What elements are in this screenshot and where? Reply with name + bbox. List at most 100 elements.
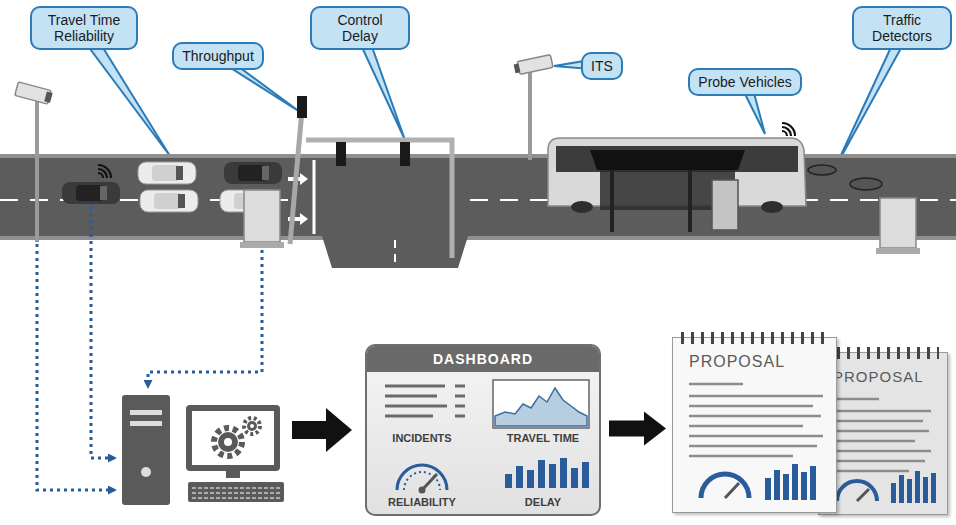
- callout-text: Travel Time Reliability: [40, 12, 128, 44]
- mast-arm: [306, 138, 454, 143]
- document-title: PROPOSAL: [689, 352, 829, 372]
- chart-frame: [493, 380, 589, 428]
- car: [224, 162, 282, 184]
- camera-pole: [35, 98, 39, 242]
- data-link: [148, 250, 262, 386]
- gauge-needle: [857, 489, 869, 501]
- camera-body: [517, 55, 553, 75]
- signal-post: [450, 138, 455, 258]
- bus-windows: [556, 146, 798, 172]
- monitor-stand: [226, 471, 240, 478]
- text-slot: DASHBOARD: [367, 346, 599, 372]
- cross-street: [322, 236, 468, 268]
- text-lines: [833, 399, 931, 471]
- callout-text: Throughput: [182, 48, 254, 64]
- callout-text: Probe Vehicles: [698, 74, 791, 90]
- signal-head: [297, 96, 307, 118]
- text-slot: INCIDENTS: [370, 432, 474, 445]
- signal-head: [336, 142, 346, 166]
- camera: [513, 55, 553, 76]
- panel-heading: DASHBOARD: [367, 346, 599, 372]
- delay-bars: [505, 458, 589, 488]
- shelter-glass: [712, 180, 738, 230]
- gauge-needle: [725, 483, 739, 498]
- text-slot: TRAVEL TIME: [491, 432, 595, 445]
- stop-line: [313, 160, 316, 234]
- callout-bubble: ITS: [581, 52, 623, 80]
- car-window: [262, 166, 269, 180]
- shelter-leg: [688, 170, 692, 232]
- keyboard-keys: [192, 488, 280, 498]
- car-roof: [76, 185, 104, 201]
- callout-bubble: Throughput: [172, 42, 264, 70]
- incident-lines: [455, 386, 465, 416]
- car: [138, 162, 196, 184]
- callout-bubble: Probe Vehicles: [688, 68, 801, 96]
- car: [140, 190, 198, 212]
- cabinet-base: [240, 242, 284, 248]
- car-roof: [152, 165, 180, 181]
- proposal-document: PROPOSAL: [818, 352, 948, 515]
- panel-label: RELIABILITY: [370, 496, 474, 509]
- spiral-binding: [827, 347, 939, 359]
- monitor-screen: [192, 411, 274, 465]
- panel-label: INCIDENTS: [370, 432, 474, 445]
- car-window: [100, 186, 107, 200]
- text-slot: RELIABILITY: [370, 496, 474, 509]
- wireless-arc: [98, 169, 107, 178]
- document-title: PROPOSAL: [833, 367, 941, 387]
- panel-label: DELAY: [491, 496, 595, 509]
- text-slot: DELAY: [491, 496, 595, 509]
- wireless-arc: [782, 123, 795, 136]
- data-link: [37, 244, 114, 490]
- gauge-hub: [419, 487, 426, 494]
- proposal-document: PROPOSAL: [672, 337, 837, 513]
- car-roof: [238, 165, 266, 181]
- car-body: [62, 182, 120, 204]
- lane-line: [394, 240, 396, 266]
- signal-head: [400, 142, 410, 166]
- wireless-symbol: [98, 165, 111, 178]
- dashboard-panel: DASHBOARD INCIDENTS TRAVEL TIME RELIABILITY…: [365, 344, 601, 516]
- flow-arrow: [609, 412, 666, 446]
- gear-teeth: [244, 418, 260, 434]
- wireless-symbol: [782, 123, 795, 136]
- gauge-arc: [701, 474, 749, 498]
- cabinet-base: [876, 248, 920, 254]
- car: [62, 182, 120, 204]
- car-window: [178, 194, 185, 208]
- travel-time-area: [495, 388, 587, 426]
- gear-teeth: [214, 428, 242, 456]
- detector-loop: [850, 178, 882, 190]
- gear: [218, 432, 238, 452]
- car-roof: [154, 193, 182, 209]
- controller-cabinet: [880, 198, 916, 248]
- curb: [0, 236, 956, 240]
- callout-text: ITS: [591, 58, 613, 74]
- callout-bubble: Travel Time Reliability: [30, 6, 138, 50]
- gauge-arc: [397, 465, 447, 490]
- drive-slot: [130, 421, 162, 426]
- road: [0, 158, 956, 236]
- text-slot: PROPOSAL: [833, 367, 941, 387]
- wireless-arc: [98, 173, 103, 178]
- keyboard: [188, 482, 284, 502]
- camera-lens: [44, 92, 52, 103]
- computer-tower: [122, 395, 170, 505]
- monitor: [186, 405, 280, 471]
- car-body: [140, 190, 198, 212]
- car-body: [138, 162, 196, 184]
- bar-chart: [765, 464, 816, 500]
- callout-bubble: Traffic Detectors: [852, 6, 952, 50]
- flow-arrow: [292, 408, 352, 452]
- bar-chart: [891, 471, 936, 503]
- incident-lines: [385, 386, 447, 416]
- drive-slot: [130, 410, 162, 415]
- text-slot: PROPOSAL: [689, 352, 829, 372]
- shelter-leg: [610, 170, 614, 232]
- callout-tail: [835, 30, 911, 168]
- camera-pole: [528, 70, 532, 160]
- callout-bubble: Control Delay: [310, 6, 410, 50]
- camera-lens: [514, 63, 521, 73]
